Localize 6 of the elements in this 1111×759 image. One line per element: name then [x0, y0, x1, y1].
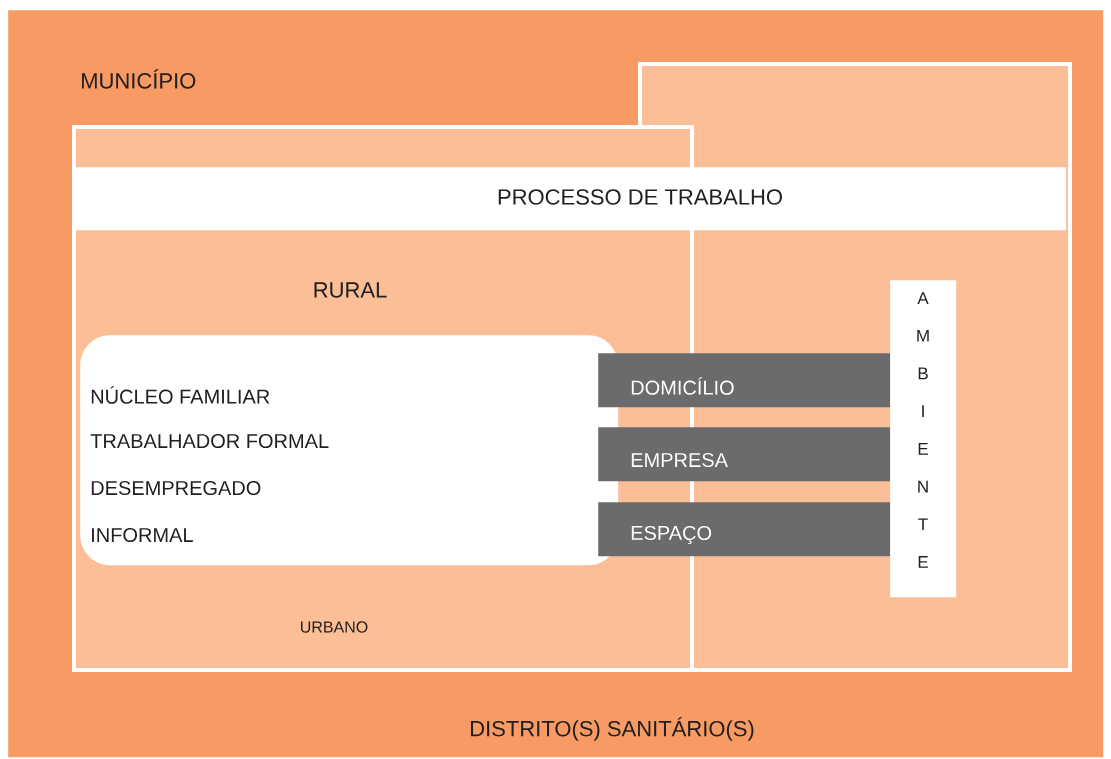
- vertical-label-strip: AMBIENTE: [890, 280, 957, 598]
- header-band: PROCESSO DE TRABALHO: [74, 167, 1067, 231]
- context-bar: DOMICÍLIO: [598, 353, 891, 408]
- context-bar: EMPRESA: [598, 427, 891, 482]
- group-box: NÚCLEO FAMILIAR TRABALHADOR FORMAL DESEMPREGADO INFORMAL: [80, 335, 619, 566]
- context-bar: ESPAÇO: [598, 502, 891, 557]
